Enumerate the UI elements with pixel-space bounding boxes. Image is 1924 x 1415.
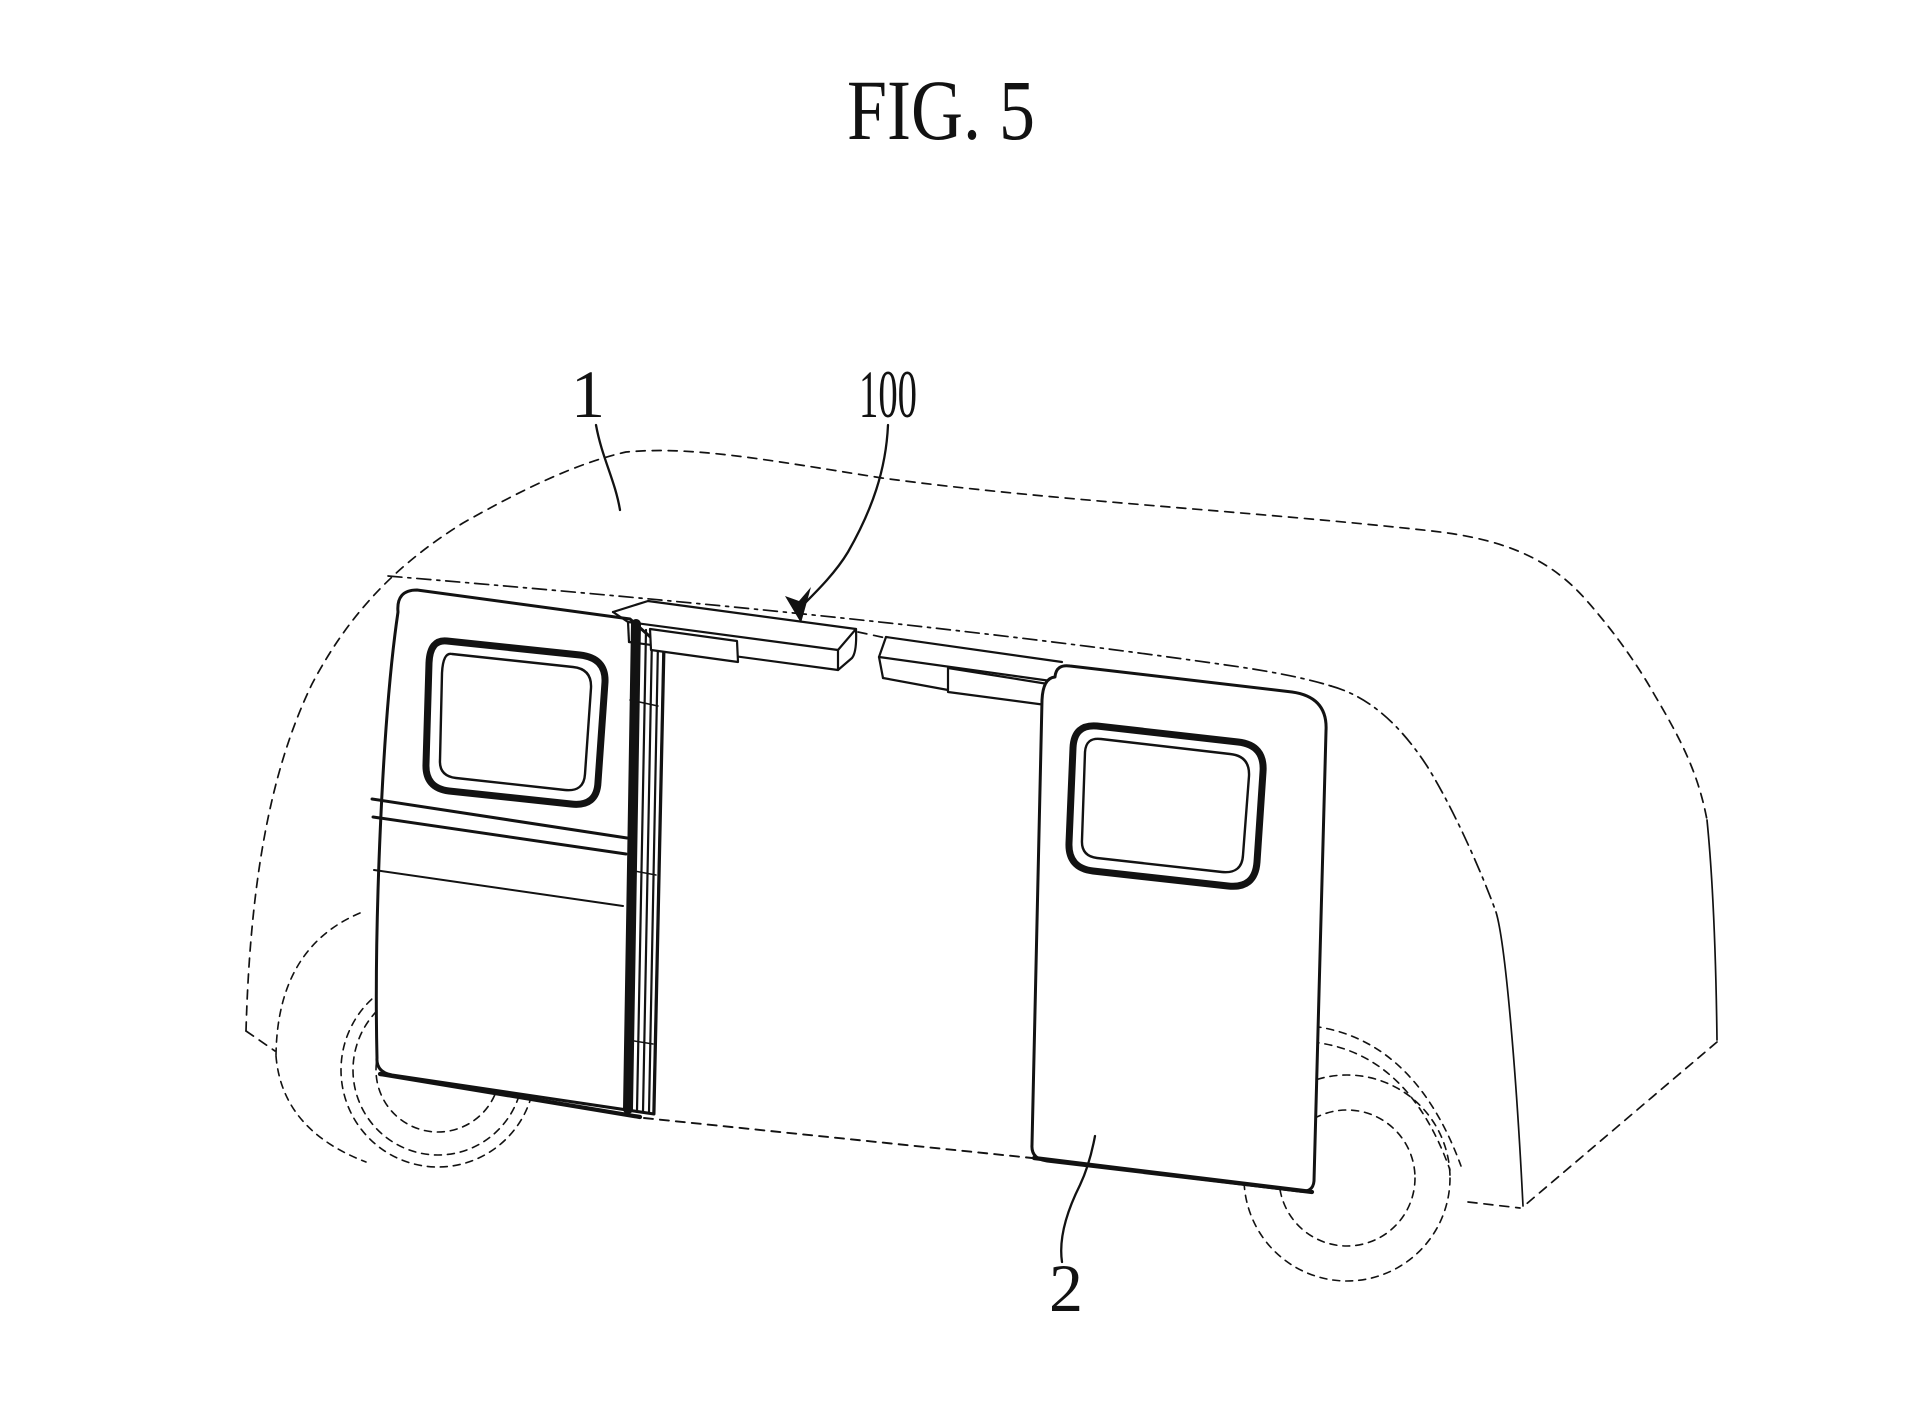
left-rail-end-cap: [836, 627, 858, 672]
door-opening-rear-pillar-lower: [1495, 911, 1524, 1207]
door-opening-rear-pillar-upper: [1330, 685, 1497, 913]
body-silhouette: [245, 449, 1708, 1032]
vehicle-outline: [245, 449, 1718, 1209]
body-rear-edge: [1706, 819, 1718, 1041]
left-roof-rail: [611, 599, 858, 672]
ref-label-100: 100: [859, 356, 917, 432]
left-window-outer-frame: [422, 637, 609, 808]
right-roof-rail: [877, 635, 1064, 707]
figure-title: FIG. 5: [847, 62, 1035, 158]
left-door-window: [422, 637, 609, 808]
roof-edge-near-side: [387, 575, 1332, 687]
left-door-panel: [374, 588, 666, 1116]
right-sliding-door: [1030, 664, 1328, 1195]
right-door-bottom-edge: [1031, 1155, 1315, 1195]
rear-wheel-arch-outer: [1300, 1024, 1462, 1167]
leader-arrow-100: [785, 587, 811, 623]
leader-line-100: [803, 423, 890, 605]
left-door-beltline-lower: [371, 815, 628, 856]
rear-tire-outer: [1243, 1074, 1451, 1282]
right-door-panel: [1030, 664, 1328, 1193]
rear-wheel-arch-inner: [1311, 1041, 1451, 1171]
right-window-inner-frame: [1080, 737, 1251, 874]
left-rail-slider-block: [648, 627, 740, 664]
right-door-window: [1065, 722, 1267, 890]
leader-line-2: [1060, 1134, 1097, 1264]
leader-line-1: [594, 423, 622, 512]
door-opening-sill: [643, 1117, 1033, 1159]
left-window-inner-frame: [438, 652, 593, 792]
left-door-bottom-edge: [377, 1071, 643, 1120]
ref-label-2: 2: [1049, 1250, 1083, 1326]
body-rear-lower-bevel: [1523, 1041, 1718, 1207]
front-wheel-arch-upper: [275, 912, 361, 1057]
body-bottom-rear-stub: [1467, 1201, 1521, 1209]
right-window-outer-frame: [1065, 722, 1267, 890]
left-door-crease: [373, 869, 624, 907]
roof-track-gap-line: [857, 631, 887, 639]
annotations: FIG. 5 1 100 2: [571, 62, 1097, 1326]
left-door-beltline-upper: [370, 797, 629, 840]
ref-label-1: 1: [571, 356, 605, 432]
left-sliding-door: [370, 588, 666, 1120]
front-wheel-arch-lower: [275, 1055, 367, 1163]
left-door-edge-hatching: [623, 619, 664, 1115]
body-front-lower-stub: [245, 1030, 276, 1052]
